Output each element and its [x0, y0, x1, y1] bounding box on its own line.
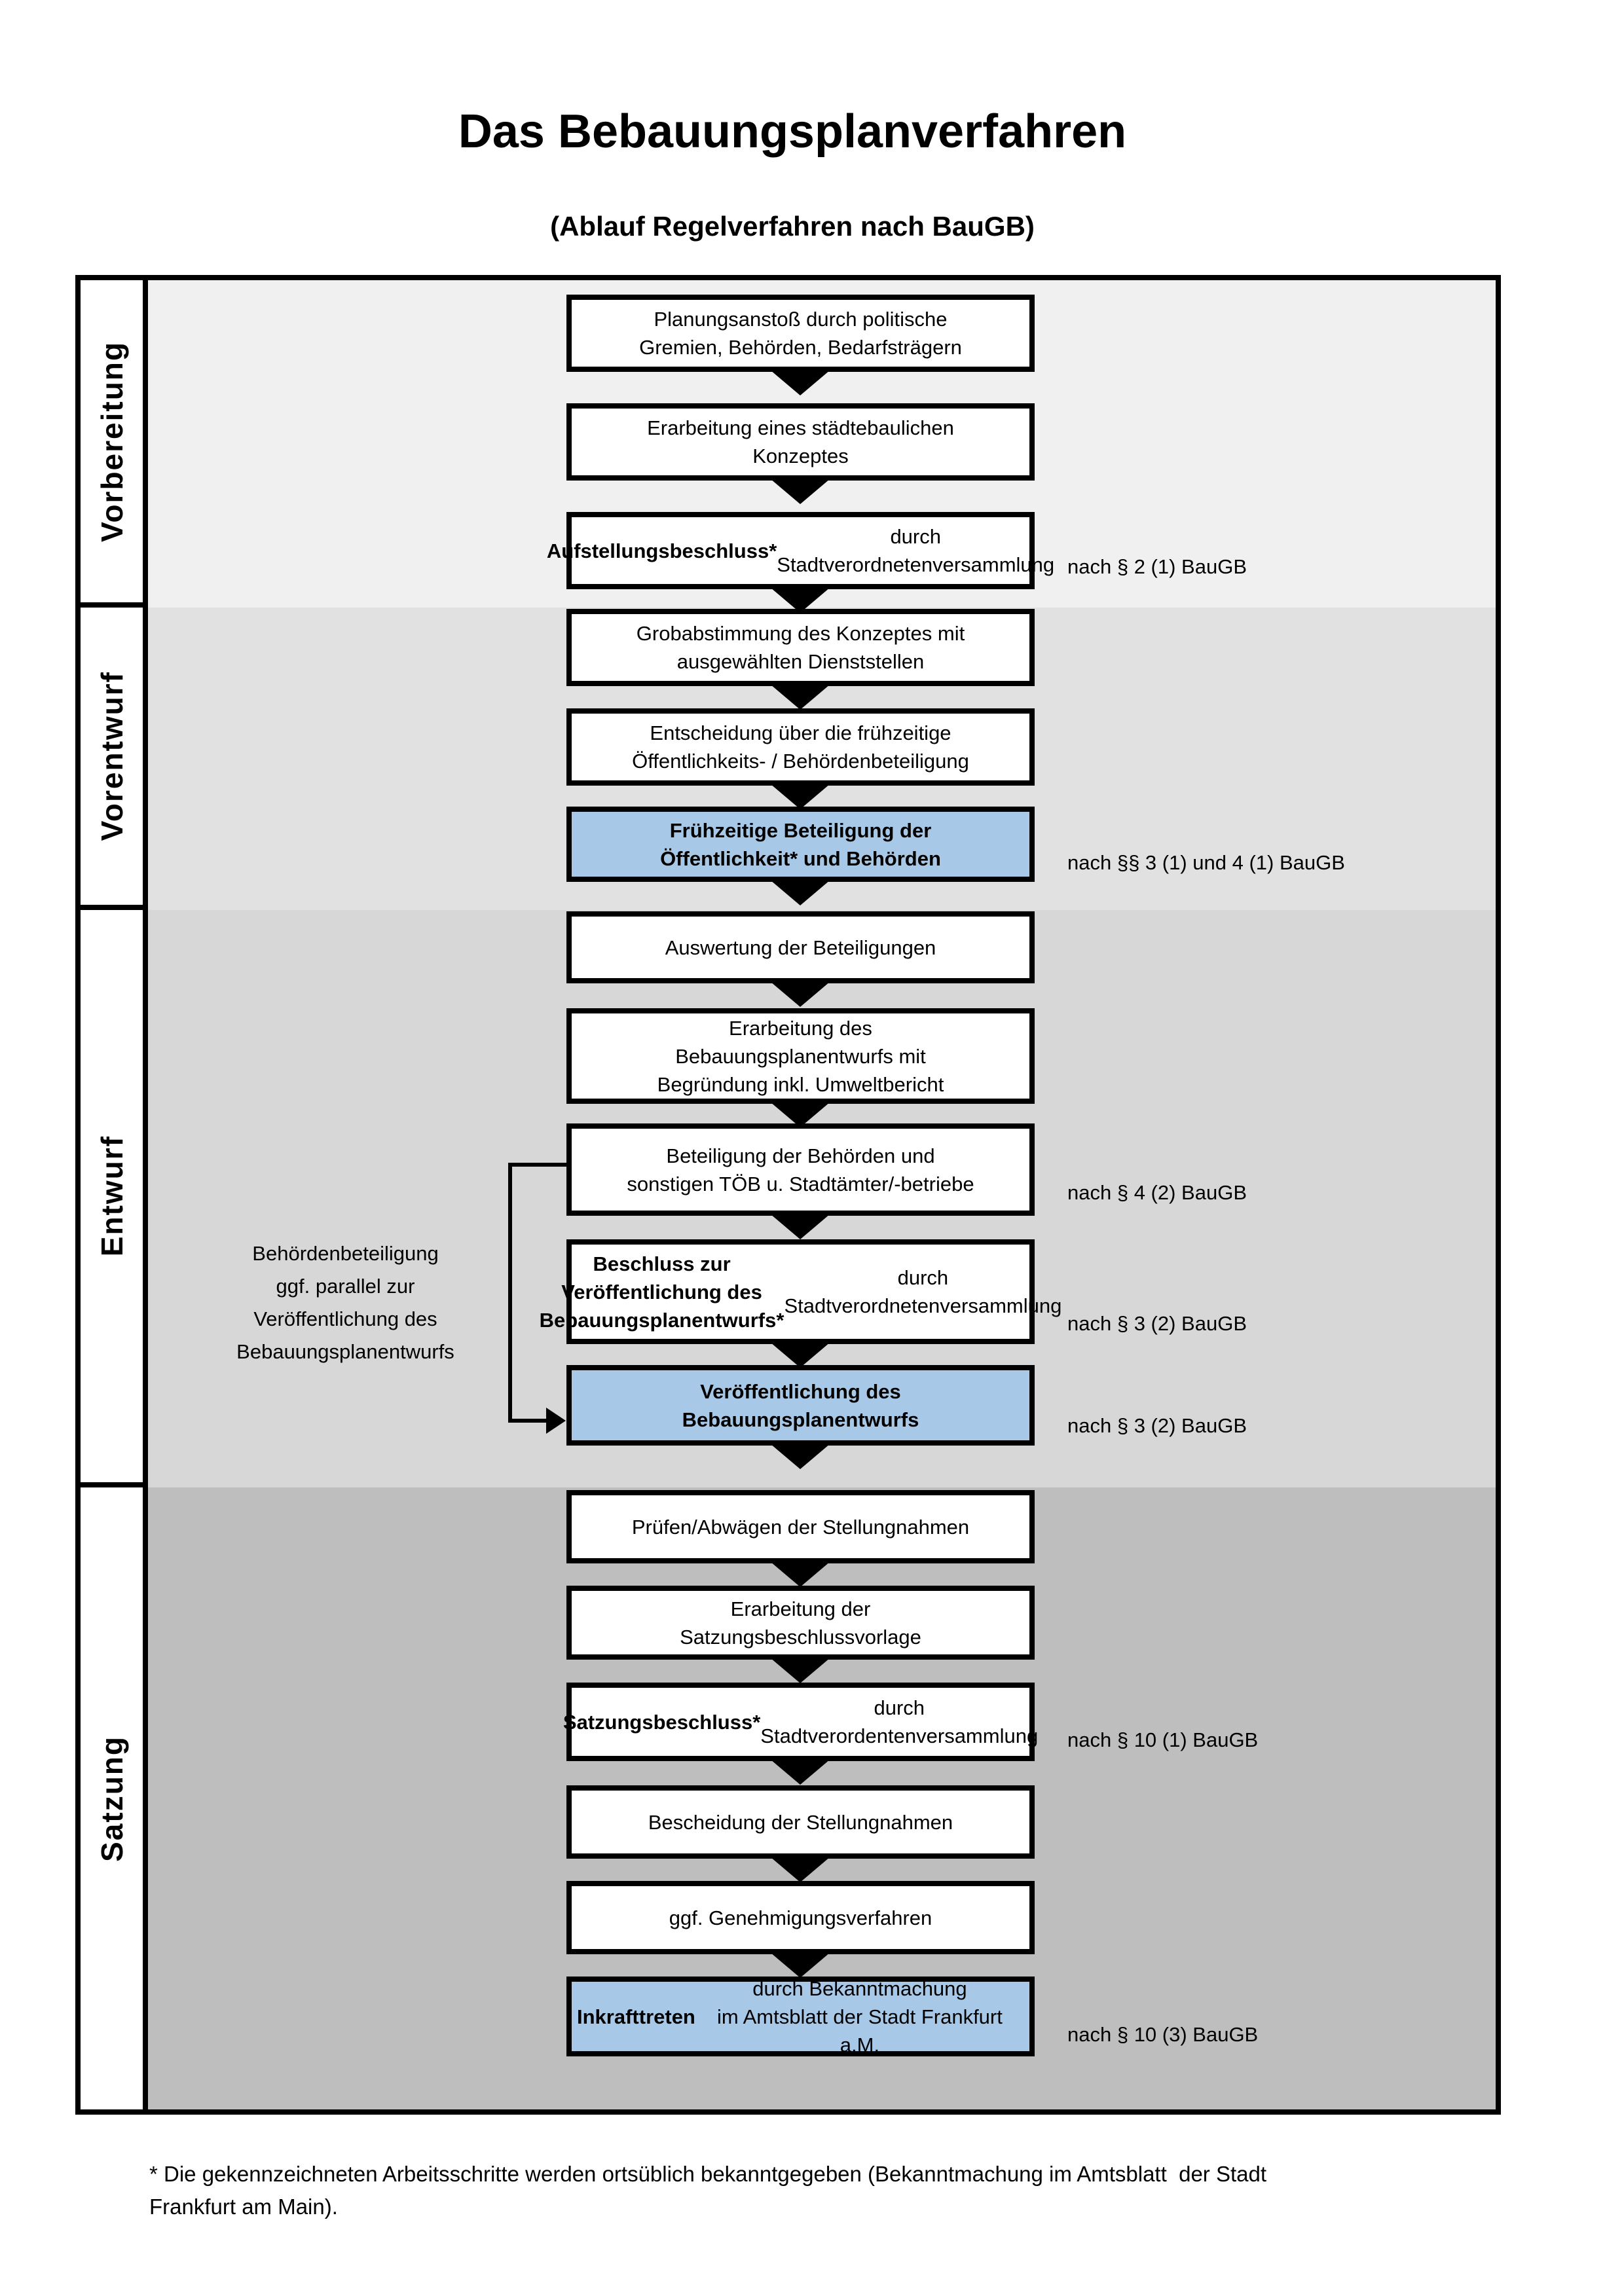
flow-step-pruefen-abwaegen-stellungnahmen: Prüfen/Abwägen der Stellungnahmen	[566, 1490, 1035, 1563]
phase-label-satzung: Satzung	[94, 1735, 129, 1862]
flow-step-planungsanstoss: Planungsanstoß durch politische Gremien,…	[566, 295, 1035, 372]
phase-label-cell-vorbereitung: Vorbereitung	[81, 280, 148, 608]
flow-step-genehmigungsverfahren: ggf. Genehmigungsverfahren	[566, 1881, 1035, 1954]
flow-step-fruehzeitige-beteiligung: Frühzeitige Beteiligung der Öffentlichke…	[566, 807, 1035, 882]
flow-step-beschluss-veroeffentlichung: Beschluss zur Veröffentlichung des Bebau…	[540, 1239, 1061, 1344]
footnote: * Die gekennzeichneten Arbeitsschritte w…	[149, 2162, 1267, 2219]
flow-step-auswertung-beteiligungen: Auswertung der Beteiligungen	[566, 911, 1035, 983]
law-reference: nach § 2 (1) BauGB	[1067, 555, 1247, 578]
law-reference: nach § 10 (3) BauGB	[1067, 2023, 1259, 2046]
phase-label-cell-entwurf: Entwurf	[81, 910, 148, 1487]
phase-label-cell-vorentwurf: Vorentwurf	[81, 608, 148, 910]
phase-label-entwurf: Entwurf	[94, 1135, 129, 1257]
bracket-line-top	[508, 1163, 566, 1167]
flow-step-aufstellungsbeschluss: Aufstellungsbeschluss* durch Stadtverord…	[547, 512, 1054, 589]
law-reference: nach § 3 (2) BauGB	[1067, 1414, 1247, 1437]
page-title: Das Bebauungsplanverfahren	[458, 105, 1127, 158]
law-reference: nach § 4 (2) BauGB	[1067, 1181, 1247, 1204]
flow-step-inkrafttreten: Inkrafttreten durch Bekanntmachung im Am…	[566, 1977, 1035, 2056]
bracket-line-vertical	[508, 1163, 512, 1423]
flow-step-bescheidung-stellungnahmen: Bescheidung der Stellungnahmen	[566, 1785, 1035, 1859]
phase-label-vorentwurf: Vorentwurf	[94, 671, 129, 841]
flow-step-grobabstimmung: Grobabstimmung des Konzeptes mit ausgewä…	[566, 609, 1035, 686]
phase-label-cell-satzung: Satzung	[81, 1487, 148, 2109]
flow-step-entscheidung-fruehzeitige-beteiligung: Entscheidung über die frühzeitige Öffent…	[566, 708, 1035, 786]
flow-step-beteiligung-behoerden-toeb: Beteiligung der Behörden und sonstigen T…	[566, 1123, 1035, 1216]
bracket-line-bottom	[508, 1419, 549, 1423]
law-reference: nach § 3 (2) BauGB	[1067, 1312, 1247, 1335]
arrow-right-icon	[546, 1408, 566, 1434]
law-reference: nach § 10 (1) BauGB	[1067, 1728, 1259, 1751]
flow-step-veroeffentlichung-bebauungsplanentwurf: Veröffentlichung des Bebauungsplanentwur…	[566, 1365, 1035, 1446]
page-subtitle: (Ablauf Regelverfahren nach BauGB)	[550, 211, 1035, 242]
flow-step-satzungsbeschluss: Satzungsbeschluss* durch Stadtverordente…	[563, 1683, 1038, 1761]
flow-step-erarbeitung-satzungsbeschlussvorlage: Erarbeitung der Satzungsbeschlussvorlage	[566, 1586, 1035, 1660]
flow-step-staedtebauliches-konzept: Erarbeitung eines städtebaulichen Konzep…	[566, 403, 1035, 481]
law-reference: nach §§ 3 (1) und 4 (1) BauGB	[1067, 851, 1345, 874]
phase-label-vorbereitung: Vorbereitung	[94, 340, 129, 542]
flow-step-erarbeitung-bebauungsplanentwurf: Erarbeitung des Bebauungsplanentwurfs mi…	[566, 1008, 1035, 1104]
side-note-behoerdenbeteiligung: Behördenbeteiligung ggf. parallel zur Ve…	[236, 1242, 454, 1363]
